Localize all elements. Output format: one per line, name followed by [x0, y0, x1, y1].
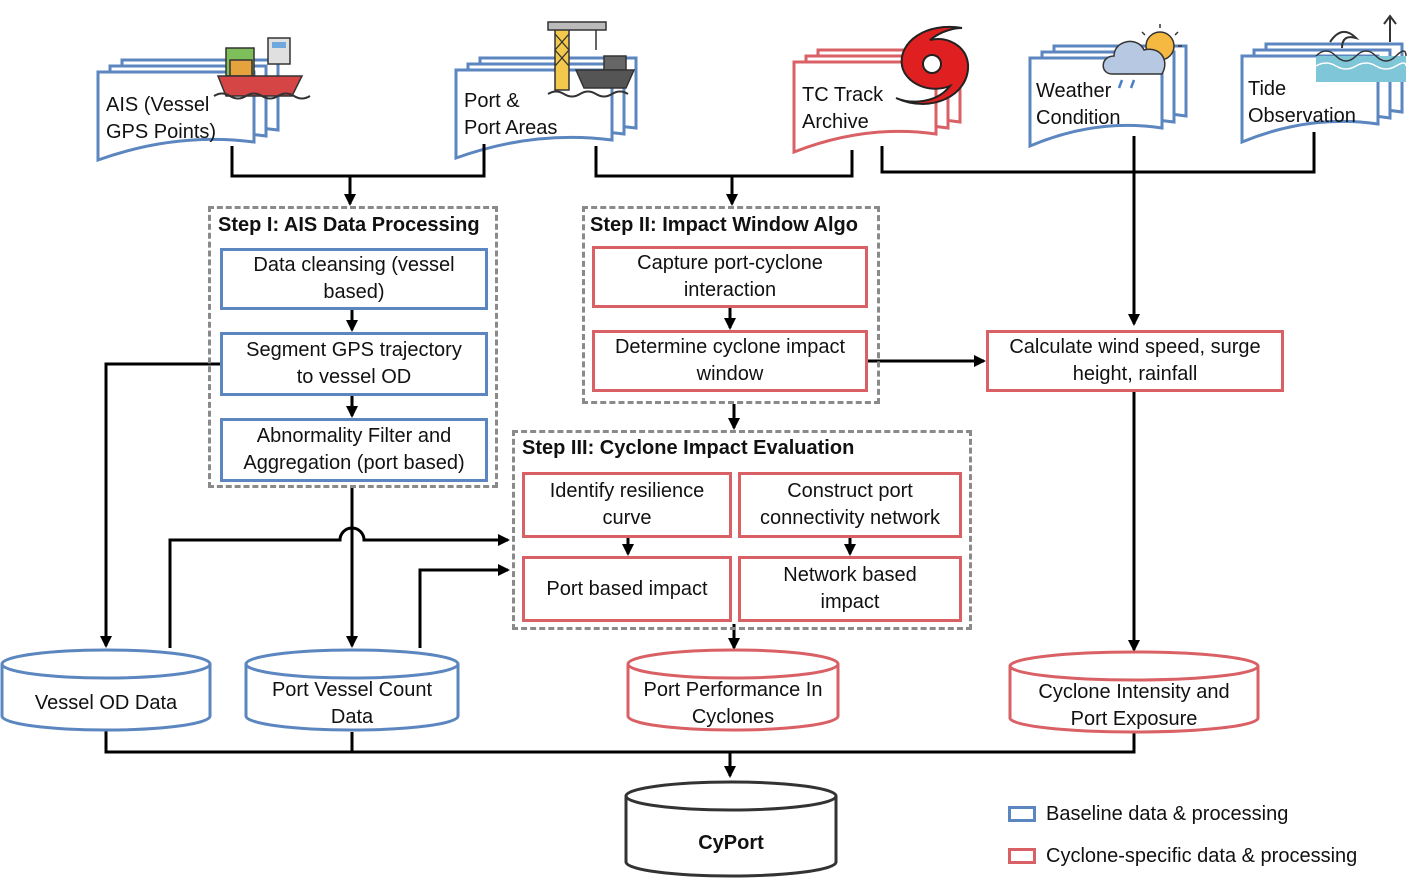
db-vessel-od — [0, 648, 212, 732]
step2-container — [582, 206, 880, 404]
db-cyport — [624, 780, 838, 878]
calc-wind-surge-rainfall: Calculate wind speed, surge height, rain… — [986, 330, 1284, 392]
source-ais-label: AIS (Vessel GPS Points) — [106, 94, 217, 143]
db-port-count — [244, 648, 460, 732]
step3-port-impact: Port based impact — [522, 556, 732, 622]
port-crane-icon — [547, 21, 636, 98]
hurricane-icon — [895, 25, 970, 105]
step3-network-impact: Network based impact — [738, 556, 962, 622]
legend-cyclone-swatch — [1008, 848, 1036, 864]
db-port-count-label: Port Vessel Count Data — [271, 679, 433, 728]
source-tc-label: TC Track Archive — [802, 84, 884, 133]
tide-wave-icon — [1315, 14, 1407, 82]
source-tide-label: Tide Observation — [1248, 78, 1356, 127]
step1-segment-trajectory: Segment GPS trajectory to vessel OD — [220, 332, 488, 396]
db-vessel-od-label: Vessel OD Data — [34, 691, 178, 714]
step1-abnormality-filter: Abnormality Filter and Aggregation (port… — [220, 418, 488, 482]
step1-title: Step I: AIS Data Processing — [218, 214, 480, 236]
db-port-performance-label: Port Performance In Cyclones — [643, 679, 823, 728]
step2-title: Step II: Impact Window Algo — [590, 214, 858, 236]
legend-baseline-swatch — [1008, 806, 1036, 822]
step3-resilience-curve: Identify resilience curve — [522, 472, 732, 538]
step2-determine-window: Determine cyclone impact window — [592, 330, 868, 392]
step1-data-cleansing: Data cleansing (vessel based) — [220, 248, 488, 310]
cargo-ship-icon — [213, 37, 311, 100]
db-cyclone-intensity-label: Cyclone Intensity and Port Exposure — [1038, 681, 1230, 730]
legend-cyclone-label: Cyclone-specific data & processing — [1046, 845, 1358, 867]
source-port-label: Port & Port Areas — [464, 90, 558, 139]
weather-cloud-sun-icon — [1102, 24, 1182, 89]
db-cyport-label: CyPort — [698, 831, 764, 854]
step2-capture-interaction: Capture port-cyclone interaction — [592, 246, 868, 308]
legend-baseline-label: Baseline data & processing — [1046, 803, 1289, 825]
step3-container — [512, 430, 972, 630]
step3-title: Step III: Cyclone Impact Evaluation — [522, 437, 855, 459]
step1-container — [208, 206, 498, 488]
step3-connectivity-network: Construct port connectivity network — [738, 472, 962, 538]
source-weather-label: Weather Condition — [1036, 80, 1121, 129]
connectors — [100, 132, 1316, 778]
db-port-performance — [626, 648, 840, 732]
db-cyclone-intensity — [1008, 650, 1260, 734]
